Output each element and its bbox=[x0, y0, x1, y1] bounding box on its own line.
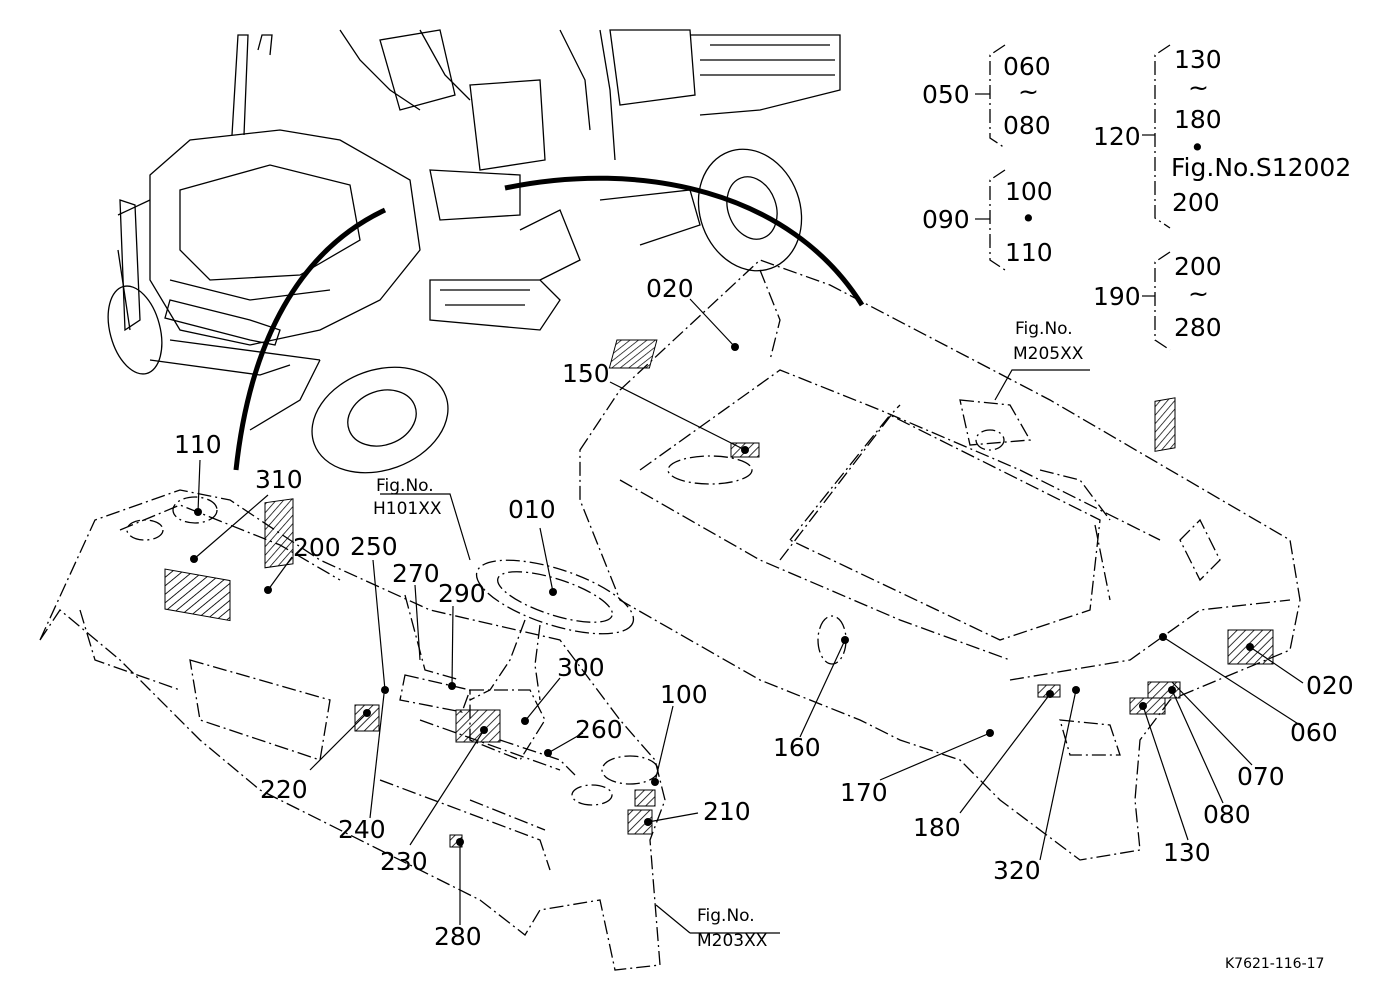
group-brackets bbox=[975, 44, 1171, 351]
leader-lines bbox=[193, 298, 1304, 934]
group-120-parent: 120 bbox=[1093, 122, 1141, 151]
cargo-bed-illustration bbox=[579, 259, 1301, 861]
group-090-parent: 090 bbox=[922, 205, 970, 234]
callout-230: 230 bbox=[380, 847, 428, 876]
group-090-sep: • bbox=[1021, 204, 1036, 233]
group-050-last: 080 bbox=[1003, 111, 1051, 140]
fig-ref-m205-label: Fig.No. bbox=[1015, 319, 1073, 339]
fig-ref-m205-code: M205XX bbox=[1013, 344, 1084, 364]
group-050-parent: 050 bbox=[922, 80, 970, 109]
fig-ref-h101-code: H101XX bbox=[373, 499, 442, 519]
callout-220: 220 bbox=[260, 775, 308, 804]
callout-320: 320 bbox=[993, 856, 1041, 885]
vehicle-illustration bbox=[107, 29, 865, 474]
callout-180: 180 bbox=[913, 813, 961, 842]
group-090-first: 100 bbox=[1005, 177, 1053, 206]
fig-ref-h101-label: Fig.No. bbox=[376, 476, 434, 496]
callout-060: 060 bbox=[1290, 718, 1338, 747]
callout-160: 160 bbox=[773, 733, 821, 762]
group-050-first: 060 bbox=[1003, 52, 1051, 81]
group-190-sep: ~ bbox=[1188, 279, 1209, 308]
callout-numbers: 110 310 200 250 270 290 010 300 260 100 … bbox=[174, 274, 1354, 951]
callout-010: 010 bbox=[508, 495, 556, 524]
callout-070: 070 bbox=[1237, 762, 1285, 791]
callout-080: 080 bbox=[1203, 800, 1251, 829]
callout-170: 170 bbox=[840, 778, 888, 807]
callout-110: 110 bbox=[174, 430, 222, 459]
callout-250: 250 bbox=[350, 532, 398, 561]
callout-210: 210 bbox=[703, 797, 751, 826]
group-190-last: 280 bbox=[1174, 313, 1222, 342]
group-120-sep2: • bbox=[1190, 133, 1205, 162]
figure-references: Fig.No. H101XX Fig.No. M205XX Fig.No. M2… bbox=[373, 319, 1084, 951]
group-050-sep: ~ bbox=[1018, 77, 1039, 106]
group-120-sep1: ~ bbox=[1188, 73, 1209, 102]
group-120-ref: Fig.No.S12002 bbox=[1171, 153, 1351, 182]
callout-200: 200 bbox=[293, 533, 341, 562]
group-190-parent: 190 bbox=[1093, 282, 1141, 311]
callout-100: 100 bbox=[660, 680, 708, 709]
fig-ref-m203-label: Fig.No. bbox=[697, 906, 755, 926]
callout-020-right: 020 bbox=[1306, 671, 1354, 700]
drawing-code: K7621-116-17 bbox=[1225, 956, 1324, 972]
group-090-last: 110 bbox=[1005, 238, 1053, 267]
group-190-first: 200 bbox=[1174, 252, 1222, 281]
callout-310: 310 bbox=[255, 465, 303, 494]
callout-020-top: 020 bbox=[646, 274, 694, 303]
callout-260: 260 bbox=[575, 715, 623, 744]
callout-240: 240 bbox=[338, 815, 386, 844]
dashboard-panel-illustration bbox=[39, 489, 666, 971]
callout-270: 270 bbox=[392, 559, 440, 588]
group-120-first: 130 bbox=[1174, 45, 1222, 74]
callout-280: 280 bbox=[434, 922, 482, 951]
callout-290: 290 bbox=[438, 579, 486, 608]
group-lists: 050 060 ~ 080 090 100 • 110 120 130 ~ 18… bbox=[922, 45, 1351, 342]
callout-150: 150 bbox=[562, 359, 610, 388]
group-120-last: 200 bbox=[1172, 188, 1220, 217]
callout-130: 130 bbox=[1163, 838, 1211, 867]
callout-300: 300 bbox=[557, 653, 605, 682]
fig-ref-m203-code: M203XX bbox=[697, 931, 768, 951]
group-120-mid: 180 bbox=[1174, 105, 1222, 134]
